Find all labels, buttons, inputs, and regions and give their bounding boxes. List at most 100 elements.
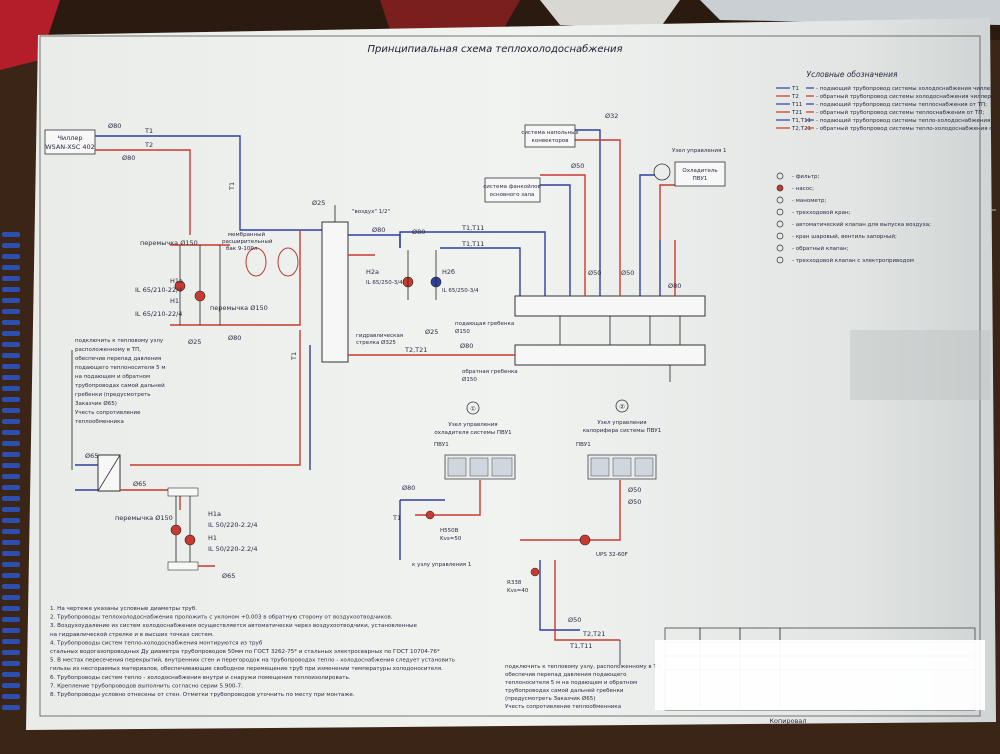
unit-cooler-marker xyxy=(466,401,480,415)
spiral-ring xyxy=(2,353,20,358)
manifolds: подающая гребенка Ø150 обратная гребенка… xyxy=(348,295,706,383)
spiral-ring xyxy=(2,287,20,292)
riser-d50-a: Ø50 xyxy=(571,162,584,170)
drawing-frame xyxy=(39,35,981,717)
chiller-label: Чиллер xyxy=(57,134,82,142)
t1-down-label: Т1 xyxy=(290,352,298,361)
paper-sheet xyxy=(26,18,996,730)
legend-symbol-icon xyxy=(776,244,784,252)
pump-top-d80: Ø80 xyxy=(228,334,241,342)
legend-symbol-icon xyxy=(776,184,784,192)
unit-heater-supply xyxy=(539,560,580,631)
pvu-label-2: ПВУ1 xyxy=(693,176,708,182)
legend: Условные обозначения Т1- подающий трубоп… xyxy=(776,70,1000,264)
unit-heater-device: ПВУ1 xyxy=(576,442,591,448)
riser-d32: Ø32 xyxy=(605,112,618,120)
legend-line-code: Т2,Т21 xyxy=(791,126,811,132)
unit-heater-kvs: Kvs=40 xyxy=(507,588,529,594)
spiral-ring xyxy=(2,419,20,424)
white-paper-stack xyxy=(540,0,680,28)
footnote-line: 6. Трубопроводы систем тепло - холодосна… xyxy=(50,675,351,681)
spiral-ring xyxy=(2,320,20,325)
spiral-ring xyxy=(2,617,20,622)
expansion-label-1: мембранный xyxy=(228,231,265,238)
bottom-manifold-bottom xyxy=(167,561,199,571)
legend-symbol-icon xyxy=(776,256,784,264)
return-manifold-label-2: Ø150 xyxy=(462,376,477,383)
pvu-valve-icon xyxy=(653,163,671,181)
mid-d25: Ø25 xyxy=(425,328,438,336)
photo-shadow xyxy=(850,330,990,400)
convectors-box xyxy=(524,124,576,148)
left-note-line: обеспечив перепад давления xyxy=(75,356,161,362)
unit-heater-pump-icon xyxy=(579,534,591,546)
unit-heater-d50-b: Ø50 xyxy=(628,498,641,506)
hydraulic-separator: гидравлическая стрелка Ø325 "воздух" 1/2… xyxy=(312,199,403,363)
unit-heater-label-1: Узел управления xyxy=(597,420,646,426)
separator-d25: Ø25 xyxy=(312,199,325,207)
legend-symbol-text: - фильтр; xyxy=(792,174,819,180)
expansion-label-2: расширительный xyxy=(222,238,273,245)
fancoil-supply xyxy=(540,184,571,240)
spiral-ring xyxy=(2,243,20,248)
unit-heater-return xyxy=(520,480,621,541)
spiral-ring xyxy=(2,705,20,710)
spiral-ring xyxy=(2,639,20,644)
pump-top-model-2: IL 65/210-22/4 xyxy=(135,310,182,318)
spiral-ring xyxy=(2,507,20,512)
unit-cooler-ahu-section-3 xyxy=(491,457,513,477)
chiller-box xyxy=(44,129,96,155)
spiral-ring xyxy=(2,551,20,556)
convector-supply xyxy=(575,129,601,240)
hydro-label-2: стрелка Ø325 xyxy=(356,339,396,346)
legend-symbols: - фильтр;- насос;- манометр;- трехходово… xyxy=(776,172,931,264)
spiral-ring xyxy=(2,430,20,435)
left-note-line: Заказчик Ø65) xyxy=(75,400,117,407)
spiral-ring xyxy=(2,683,20,688)
spiral-ring xyxy=(2,518,20,523)
spiral-ring xyxy=(2,661,20,666)
fancoils-label-2: основного зала xyxy=(490,192,535,198)
mid-to-manifold-2 xyxy=(440,247,521,300)
mid-to-manifold-1 xyxy=(399,231,546,300)
riser-d50-b: Ø50 xyxy=(588,269,601,277)
spiral-ring xyxy=(2,309,20,314)
chiller-model: WSAN-XSC 402 xyxy=(45,143,95,151)
return-d80: Ø80 xyxy=(460,342,473,350)
supply-manifold-box xyxy=(514,295,706,317)
left-note-line: Учесть сопротивление xyxy=(75,410,141,416)
spiral-ring xyxy=(2,672,20,677)
spiral-ring xyxy=(2,595,20,600)
supply-risers xyxy=(569,240,661,296)
unit-cooler-label-2: охладителя системы ПВУ1 xyxy=(434,430,511,436)
left-note-line: расположенному в ТП, xyxy=(75,347,141,353)
legend-symbol-text: - трехходовой клапан с электроприводом xyxy=(792,257,914,264)
spiral-ring xyxy=(2,573,20,578)
legend-symbol-icon xyxy=(776,232,784,240)
unit-heater-3way-valve xyxy=(530,567,540,577)
legend-symbol-icon xyxy=(776,196,784,204)
unit-cooler-ahu-section-2 xyxy=(469,457,489,477)
legend-line-code: Т11 xyxy=(791,102,802,108)
spiral-ring xyxy=(2,364,20,369)
pvu-supply xyxy=(639,174,655,240)
legend-lines: Т1- подающий трубопровод системы холодос… xyxy=(776,85,1000,132)
right-note-line: Учесть сопротивление теплообменника xyxy=(505,704,621,710)
pump-h1a-label: Н1а xyxy=(170,277,183,285)
t11-label-b: Т1,Т11 xyxy=(461,240,484,248)
right-note-line: подключить к тепловому узлу, расположенн… xyxy=(505,664,663,670)
expansion-tank-2 xyxy=(277,247,299,277)
spiral-ring xyxy=(2,276,20,281)
footnotes: 1. На чертеже указаны условные диаметры … xyxy=(50,606,455,698)
pump-group-mid: Н2а Н2б IL 65/250-3/4 IL 65/250-3/4 Т1,Т… xyxy=(348,224,546,336)
fancoils-label-1: система фанкойлов xyxy=(483,183,541,190)
hydro-label-1: гидравлическая xyxy=(356,333,403,339)
unit-heater-t21: Т2,Т21 xyxy=(582,630,605,638)
footnote-line: 1. На чертеже указаны условные диаметры … xyxy=(50,606,197,612)
pump-bottom-d65: Ø65 xyxy=(222,572,235,580)
right-note: подключить к тепловому узлу, расположенн… xyxy=(505,664,663,710)
footnote-line: 3. Воздухоудаление из систем холодоснабж… xyxy=(50,623,417,629)
heat-exchanger-diag xyxy=(97,454,121,492)
spiral-ring xyxy=(2,606,20,611)
